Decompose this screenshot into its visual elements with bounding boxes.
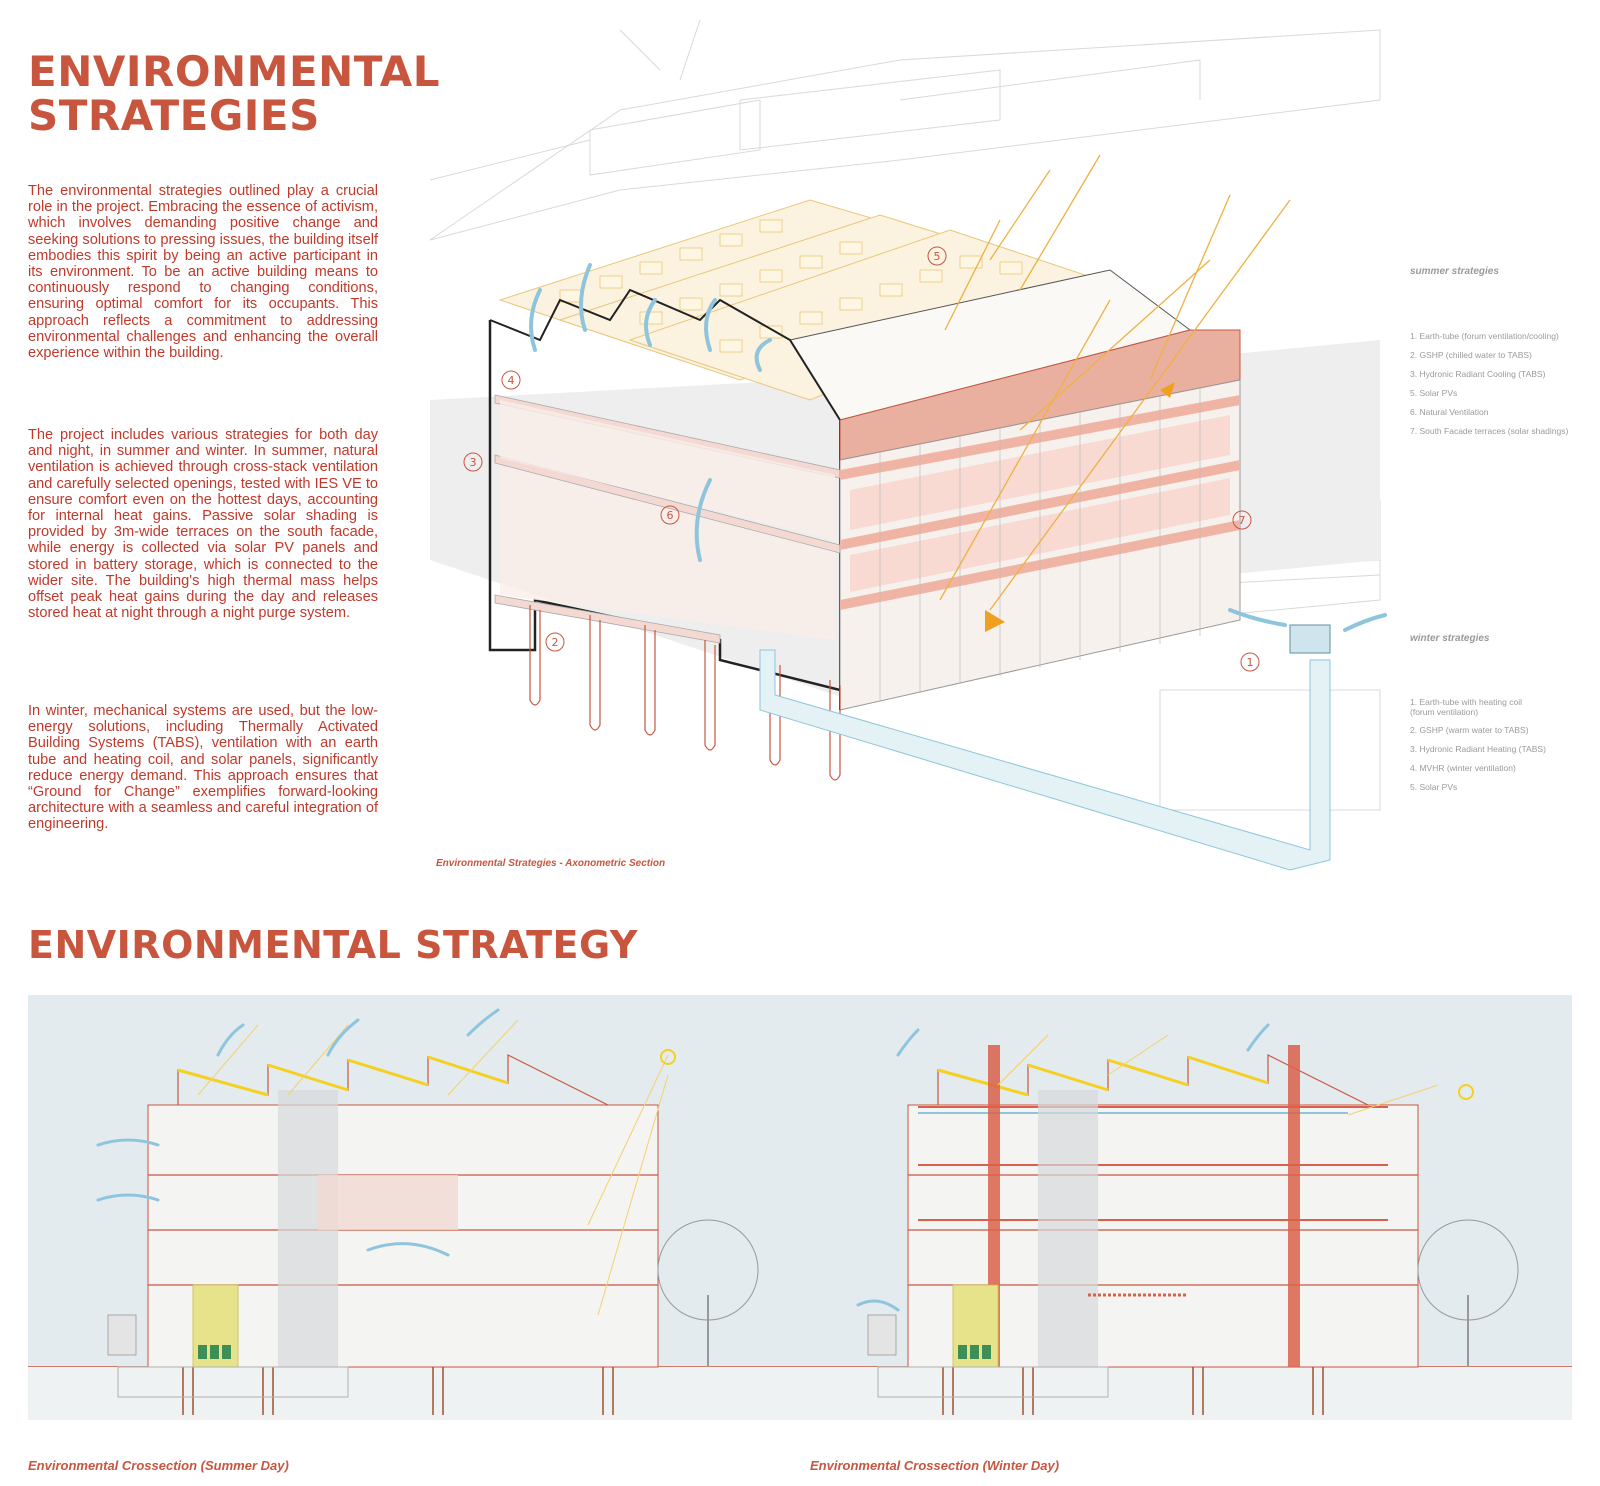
earth-tube <box>759 624 1331 871</box>
crossection-panel <box>28 995 1572 1420</box>
winter-legend-item: 3. Hydronic Radiant Heating (TABS) <box>1410 744 1546 754</box>
marker-5-label: 5 <box>934 250 941 263</box>
sun-arrow <box>985 610 1005 632</box>
winter-paragraph: In winter, mechanical systems are used, … <box>28 703 378 833</box>
summer-legend-list: 1. Earth-tube (forum ventilation/cooling… <box>1410 331 1580 436</box>
sun-arrow <box>1160 382 1175 398</box>
marker-5 <box>927 246 947 266</box>
ventilation-arrows <box>529 263 1387 632</box>
marker-4 <box>501 370 521 390</box>
axo-caption: Environmental Strategies - Axonometric S… <box>436 858 666 869</box>
summer-legend-item: 7. South Facade terraces (solar shadings… <box>1410 426 1569 436</box>
summer-legend-item: 6. Natural Ventilation <box>1410 407 1489 417</box>
marker-2 <box>545 632 565 652</box>
axonometric-section-diagram: 1 2 3 4 5 6 7 <box>429 19 1387 871</box>
title-line-1: ENVIRONMENTAL <box>28 47 440 96</box>
marker-6 <box>660 505 680 525</box>
winter-legend-item: 2. GSHP (warm water to TABS) <box>1410 725 1529 735</box>
strategy-markers <box>463 246 1260 672</box>
marker-4-label: 4 <box>508 374 515 387</box>
summer-crossection <box>96 1008 759 1415</box>
sun-rays <box>939 154 1291 611</box>
sawtooth-profile <box>489 288 841 710</box>
section-cut <box>488 320 881 702</box>
marker-6-label: 6 <box>667 509 674 522</box>
page-title: ENVIRONMENTAL STRATEGIES <box>28 47 440 140</box>
marker-7-label: 7 <box>1239 514 1246 527</box>
summer-legend-item: 1. Earth-tube (forum ventilation/cooling… <box>1410 331 1559 341</box>
winter-legend-item: 5. Solar PVs <box>1410 782 1458 792</box>
marker-3 <box>463 452 483 472</box>
marker-2-label: 2 <box>552 636 559 649</box>
summer-legend-item: 5. Solar PVs <box>1410 388 1458 398</box>
marker-1 <box>1240 652 1260 672</box>
intro-paragraph: The environmental strategies outlined pl… <box>28 183 378 362</box>
roof-solar-panels <box>498 199 1102 401</box>
marker-1-label: 1 <box>1247 656 1254 669</box>
ground <box>28 1367 1572 1420</box>
south-facade <box>839 329 1241 711</box>
winter-legend-item: 4. MVHR (winter ventilation) <box>1410 763 1516 773</box>
winter-legend-item: 1. Earth-tube with heating coil (forum v… <box>1410 697 1522 717</box>
summer-legend-item: 2. GSHP (chilled water to TABS) <box>1410 350 1532 360</box>
summer-legend-item: 3. Hydronic Radiant Cooling (TABS) <box>1410 369 1546 379</box>
marker-7 <box>1232 510 1252 530</box>
summer-legend-heading: summer strategies <box>1410 266 1499 277</box>
summer-caption: Environmental Crossection (Summer Day) <box>28 1458 289 1473</box>
title-line-2: STRATEGIES <box>28 91 320 140</box>
winter-legend-heading: winter strategies <box>1410 633 1490 644</box>
interior-spaces <box>500 400 835 640</box>
marker-3-label: 3 <box>470 456 477 469</box>
winter-legend-list: 1. Earth-tube with heating coil (forum v… <box>1410 697 1580 792</box>
geothermal-piles <box>529 605 841 781</box>
winter-caption: Environmental Crossection (Winter Day) <box>810 1458 1060 1473</box>
section-title: ENVIRONMENTAL STRATEGY <box>28 923 638 967</box>
winter-crossection <box>856 1023 1519 1415</box>
summer-paragraph: The project includes various strategies … <box>28 427 378 622</box>
crossection-diagrams <box>28 1008 1572 1420</box>
